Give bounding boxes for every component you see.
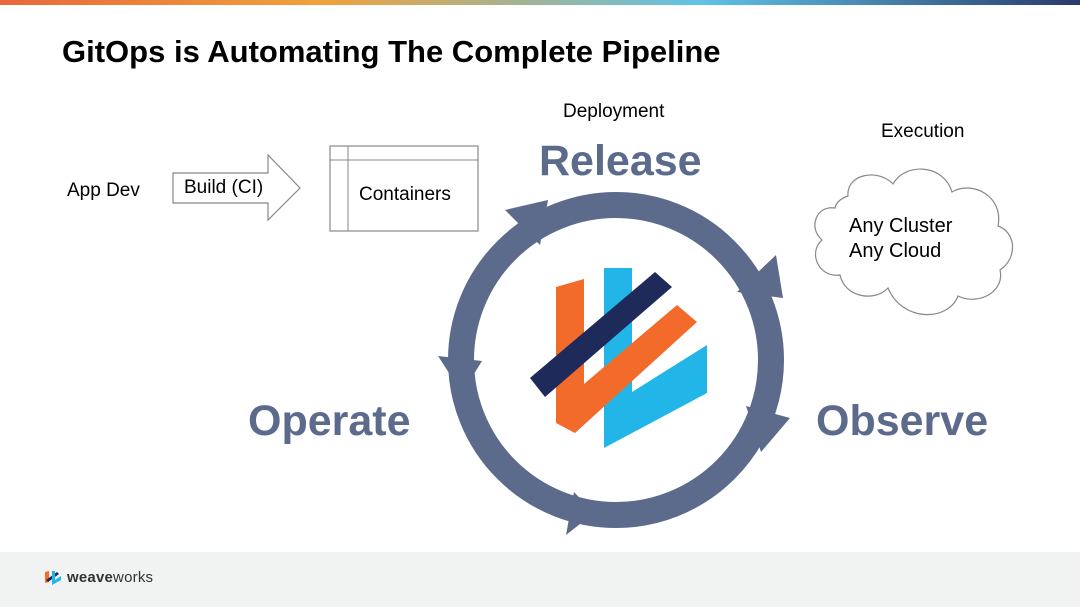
brand-name-bold: weave <box>67 569 114 586</box>
cycle-arrowheads <box>438 200 790 535</box>
logo-stripe-navy <box>530 272 672 397</box>
app-dev-label: App Dev <box>67 180 140 201</box>
cloud-shape <box>814 168 1014 316</box>
containers-label: Containers <box>359 184 451 205</box>
cloud-line-1: Any Cluster <box>849 215 953 237</box>
build-arrow-shape <box>172 153 301 222</box>
cycle-arrowhead <box>438 356 482 393</box>
brand-name-rest: works <box>113 569 154 586</box>
release-label: Release <box>539 137 702 185</box>
cloud-line-2: Any Cloud <box>849 240 942 262</box>
observe-label: Observe <box>816 397 989 445</box>
cycle-arrowhead <box>737 255 783 298</box>
operate-label: Operate <box>248 397 411 445</box>
containers-box <box>329 145 479 232</box>
cycle-arrowhead <box>566 492 594 535</box>
slide-title: GitOps is Automating The Complete Pipeli… <box>62 34 721 69</box>
top-accent-bar <box>0 0 1080 5</box>
weaveworks-small-logo-icon <box>45 570 61 585</box>
deployment-label: Deployment <box>563 101 665 122</box>
brand-name: weaveworks <box>67 569 153 586</box>
build-ci-label: Build (CI) <box>184 177 264 198</box>
logo-stripe-orange <box>556 279 697 433</box>
execution-label: Execution <box>881 121 965 142</box>
cycle-arrowhead <box>746 406 790 452</box>
cycle-arrowhead <box>505 200 548 245</box>
weaveworks-center-logo <box>530 268 707 448</box>
footer-bar <box>0 552 1080 607</box>
footer-brand: weaveworks <box>44 569 153 586</box>
